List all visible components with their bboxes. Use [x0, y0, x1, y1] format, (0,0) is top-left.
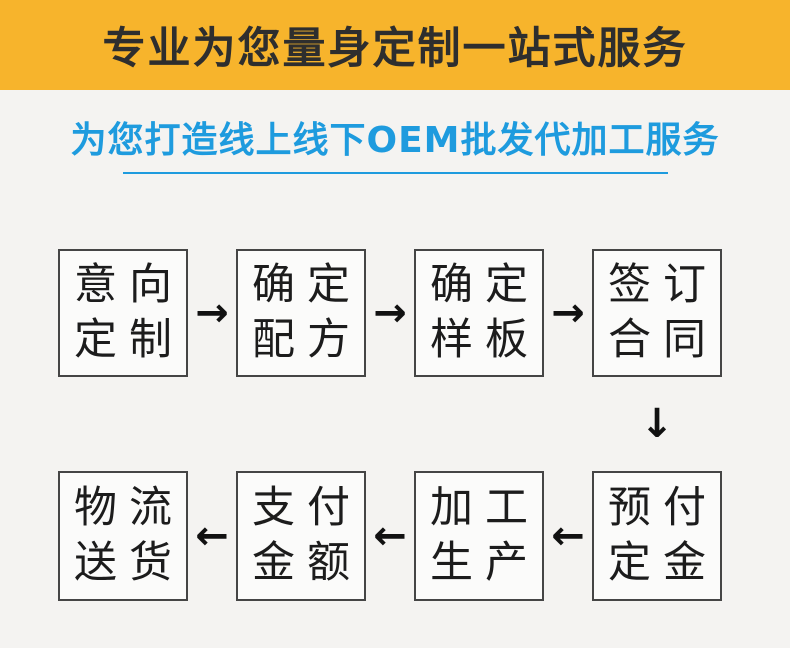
step-confirm-sample: 确定 样板 — [414, 249, 544, 377]
step-processing-production: 加工 生产 — [414, 471, 544, 601]
step-line: 预付 — [608, 483, 718, 533]
step-line: 支付 — [252, 483, 362, 533]
arrow-right-icon: → — [373, 290, 407, 336]
step-line: 确定 — [430, 260, 540, 310]
arrow-down-icon: ↓ — [640, 401, 674, 447]
step-prepay-deposit: 预付 定金 — [592, 471, 722, 601]
step-line: 样板 — [430, 315, 540, 365]
step-sign-contract: 签订 合同 — [592, 249, 722, 377]
banner: 专业为您量身定制一站式服务 — [0, 0, 790, 90]
subtitle-text: 为您打造线上线下OEM批发代加工服务 — [70, 120, 720, 161]
arrow-left-icon: ← — [195, 513, 229, 559]
subtitle-section: 为您打造线上线下OEM批发代加工服务 — [0, 90, 790, 249]
arrow-right-icon: → — [195, 290, 229, 336]
step-line: 生产 — [430, 538, 540, 588]
process-flowchart: 意向 定制 → 确定 配方 → 确定 样板 → 签订 合同 ↓ 物流 送货 ← … — [0, 249, 790, 601]
step-confirm-formula: 确定 配方 — [236, 249, 366, 377]
step-pay-amount: 支付 金额 — [236, 471, 366, 601]
arrow-left-icon: ← — [373, 513, 407, 559]
step-line: 送货 — [74, 538, 184, 588]
step-intention-customization: 意向 定制 — [58, 249, 188, 377]
step-logistics-delivery: 物流 送货 — [58, 471, 188, 601]
step-line: 合同 — [608, 315, 718, 365]
step-line: 意向 — [74, 260, 184, 310]
banner-title: 专业为您量身定制一站式服务 — [102, 24, 688, 74]
step-line: 加工 — [430, 483, 540, 533]
arrow-right-icon: → — [551, 290, 585, 336]
step-line: 定制 — [74, 315, 184, 365]
arrow-left-icon: ← — [551, 513, 585, 559]
step-line: 配方 — [252, 315, 362, 365]
step-line: 物流 — [74, 483, 184, 533]
step-line: 定金 — [608, 538, 718, 588]
step-line: 签订 — [608, 260, 718, 310]
subtitle-underline — [122, 172, 668, 174]
step-line: 金额 — [252, 538, 362, 588]
step-line: 确定 — [252, 260, 362, 310]
